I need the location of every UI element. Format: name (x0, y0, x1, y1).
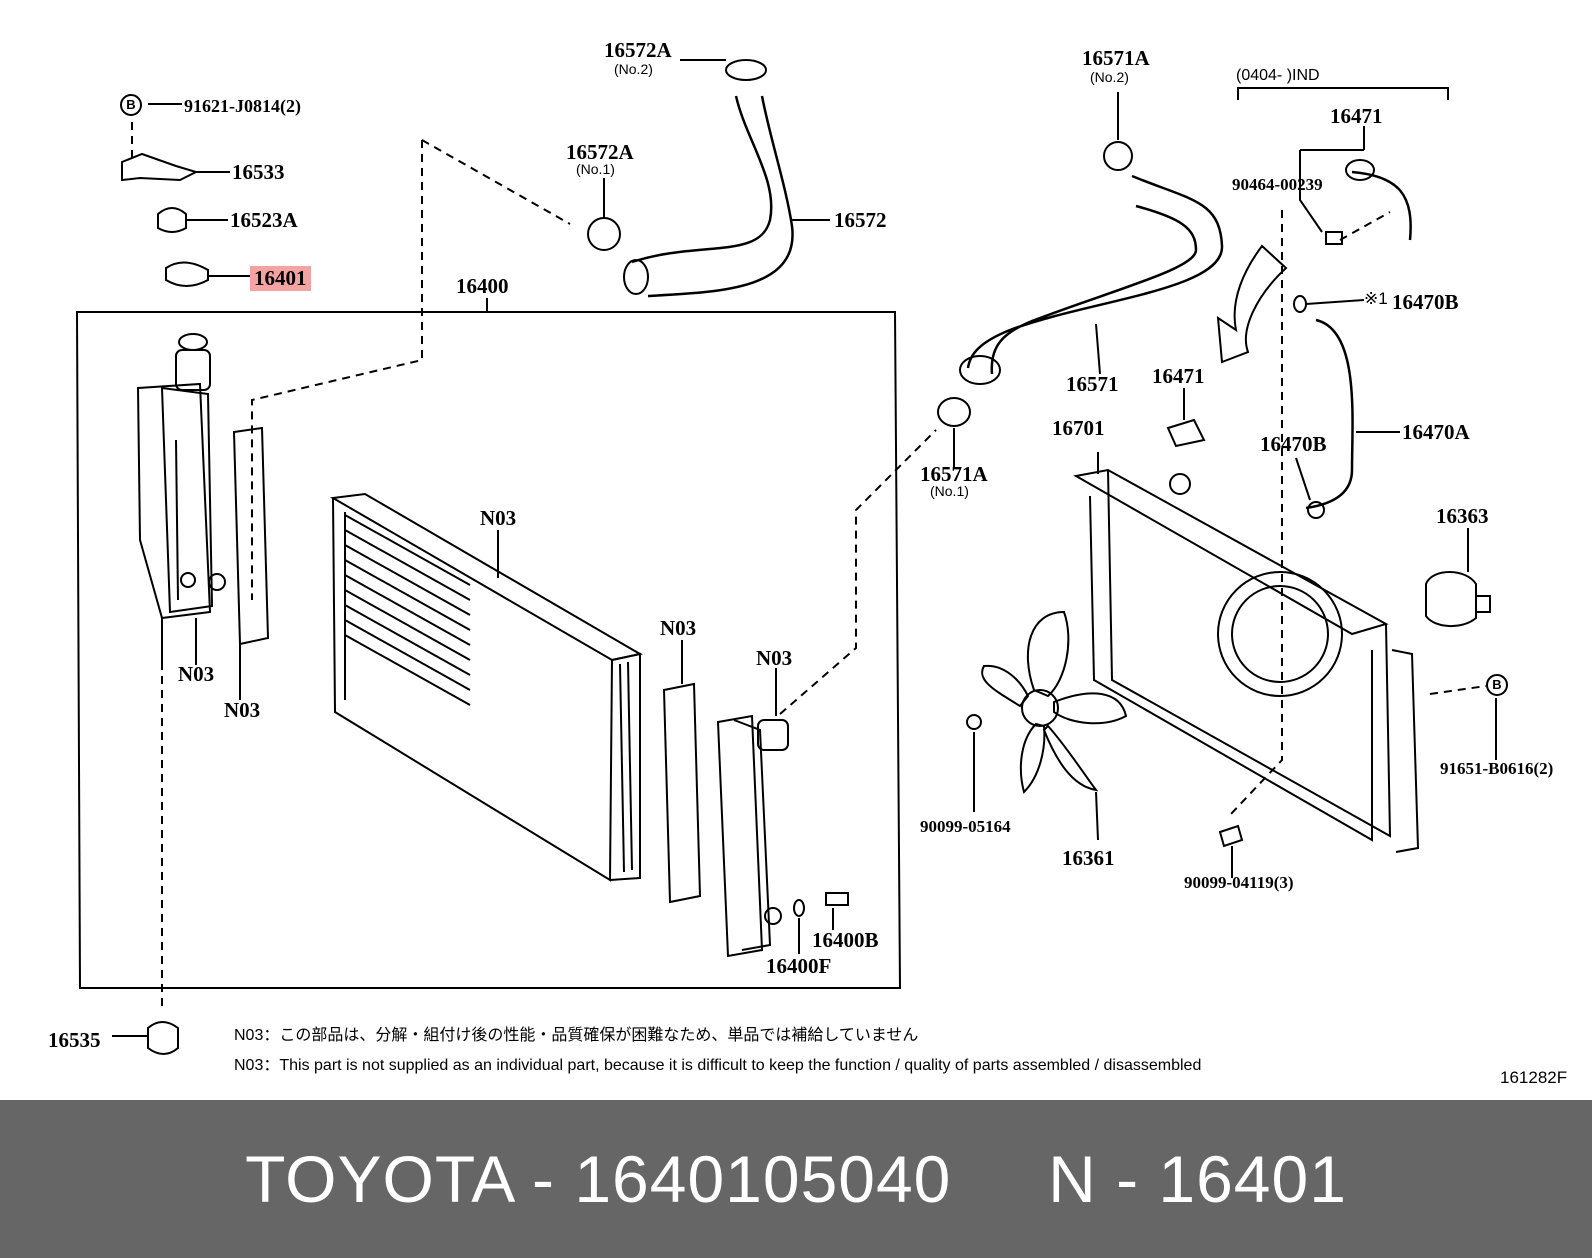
nut-90099-05164 (966, 714, 982, 730)
label-91651[interactable]: 91651-B0616(2) (1440, 759, 1554, 778)
label-90099-04119[interactable]: 90099-04119(3) (1184, 873, 1294, 892)
hose-16471 (1351, 170, 1412, 241)
label-90464[interactable]: 90464-00239 (1232, 175, 1323, 194)
label-16400B[interactable]: 16400B (812, 928, 879, 952)
label-16363[interactable]: 16363 (1436, 504, 1489, 528)
label-16701[interactable]: 16701 (1052, 416, 1105, 440)
label-16572A-no2-sub: (No.2) (614, 61, 653, 77)
label-note-mark: ※1 (1364, 289, 1388, 308)
label-n03-core[interactable]: N03 (480, 506, 517, 530)
label-16470A[interactable]: 16470A (1402, 420, 1470, 444)
label-n03-left-gasket[interactable]: N03 (224, 698, 261, 722)
label-16571A-no2-sub: (No.2) (1090, 69, 1129, 85)
label-16571[interactable]: 16571 (1066, 372, 1119, 396)
radiator-core (329, 492, 643, 882)
cap-16401 (165, 261, 209, 287)
label-16400[interactable]: 16400 (456, 274, 509, 298)
label-16471-top[interactable]: 16471 (1330, 104, 1383, 128)
footer-bar: TOYOTA - 1640105040 N - 16401 (0, 1100, 1592, 1258)
footer-part-number: TOYOTA - 1640105040 N - 16401 (245, 1142, 1347, 1216)
label-16571A-no1[interactable]: 16571A (920, 462, 988, 486)
drain-cock (825, 892, 849, 906)
label-16535[interactable]: 16535 (48, 1028, 101, 1052)
label-16361[interactable]: 16361 (1062, 846, 1115, 870)
label-16572A-no2[interactable]: 16572A (604, 38, 672, 62)
label-16572A-no1[interactable]: 16572A (566, 140, 634, 164)
label-16571A-no1-sub: (No.1) (930, 483, 969, 499)
parts-diagram (75, 59, 1497, 1055)
diagram-code: 161282F (1500, 1068, 1568, 1087)
assembly-box-16400 (75, 311, 902, 989)
left-tank (136, 333, 226, 670)
right-gasket (662, 682, 702, 904)
clamp-16572A-no1 (587, 217, 621, 251)
label-n03-right-tank[interactable]: N03 (756, 646, 793, 670)
label-16400F[interactable]: 16400F (766, 954, 832, 978)
label-n03-right-gasket[interactable]: N03 (660, 616, 697, 640)
bracket-16533 (121, 152, 199, 182)
clip-16471 (1166, 418, 1206, 448)
clamp-16572A-no2 (725, 59, 767, 81)
grommet-16535 (147, 1021, 179, 1055)
note-japanese: N03：この部品は、分解・組付け後の性能・品質確保が困難なため、単品では補給して… (234, 1027, 919, 1044)
hose-16470A (1305, 318, 1354, 510)
label-91621[interactable]: 91621-J0814(2) (184, 96, 301, 116)
label-16523A[interactable]: 16523A (230, 208, 298, 232)
circle-b-top: B (120, 94, 142, 116)
motor-16363 (1425, 528, 1491, 627)
label-16470B-top[interactable]: 16470B (1392, 290, 1459, 314)
label-16470B-low[interactable]: 16470B (1260, 432, 1327, 456)
label-16571A-no2[interactable]: 16571A (1082, 46, 1150, 70)
hose-16571 (966, 174, 1224, 375)
note-english: N03：This part is not supplied as an indi… (234, 1057, 1202, 1074)
label-16471-mid[interactable]: 16471 (1152, 364, 1205, 388)
hose-16572 (631, 95, 794, 298)
clamp-16571A-no2 (1103, 141, 1133, 171)
clamp-16571A-no1 (937, 397, 971, 427)
label-16533[interactable]: 16533 (232, 160, 285, 184)
label-90099-05164[interactable]: 90099-05164 (920, 817, 1011, 836)
right-tank (716, 668, 789, 958)
grommet-16523A (157, 207, 187, 233)
fan-shroud-16701 (1073, 452, 1420, 853)
label-16401-highlighted[interactable]: 16401 (250, 266, 311, 291)
label-16572A-no1-sub: (No.1) (576, 161, 615, 177)
circle-b-right: B (1486, 674, 1508, 696)
bolt-90099-04119 (1218, 824, 1244, 848)
fan-16361 (981, 610, 1128, 841)
flow-arrow (1216, 244, 1288, 364)
label-16572[interactable]: 16572 (834, 208, 887, 232)
label-range: (0404- )IND (1236, 67, 1320, 84)
label-n03-left-tank[interactable]: N03 (178, 662, 215, 686)
